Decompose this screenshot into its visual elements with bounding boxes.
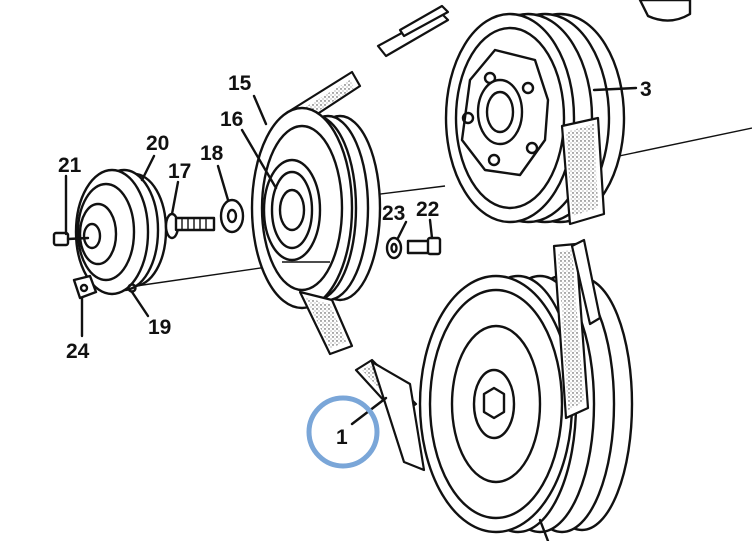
highlight-ring — [306, 395, 380, 469]
callout-20: 20 — [146, 132, 169, 155]
callout-19: 19 — [148, 316, 171, 339]
stud-17 — [164, 212, 216, 240]
washer-18 — [219, 198, 245, 234]
callout-24: 24 — [66, 340, 90, 363]
callout-23: 23 — [382, 202, 405, 225]
bolt-21 — [52, 231, 90, 247]
callout-16: 16 — [220, 108, 243, 131]
callout-18: 18 — [200, 142, 224, 165]
idler-pulley — [250, 70, 382, 356]
bolt-22-washer-23 — [385, 236, 442, 260]
callout-17: 17 — [168, 160, 191, 183]
cover-plate — [74, 168, 168, 296]
callout-3: 3 — [640, 78, 652, 101]
nut-24 — [72, 274, 98, 300]
callouts: 21 20 17 18 15 16 3 23 22 19 24 1 — [58, 72, 652, 449]
pulley-1 — [354, 238, 634, 541]
callout-15: 15 — [228, 72, 252, 95]
callout-21: 21 — [58, 154, 82, 177]
crankshaft-pulley — [376, 4, 626, 226]
callout-22: 22 — [416, 198, 439, 221]
callout-1: 1 — [336, 426, 348, 449]
upper-fragment — [638, 0, 692, 22]
